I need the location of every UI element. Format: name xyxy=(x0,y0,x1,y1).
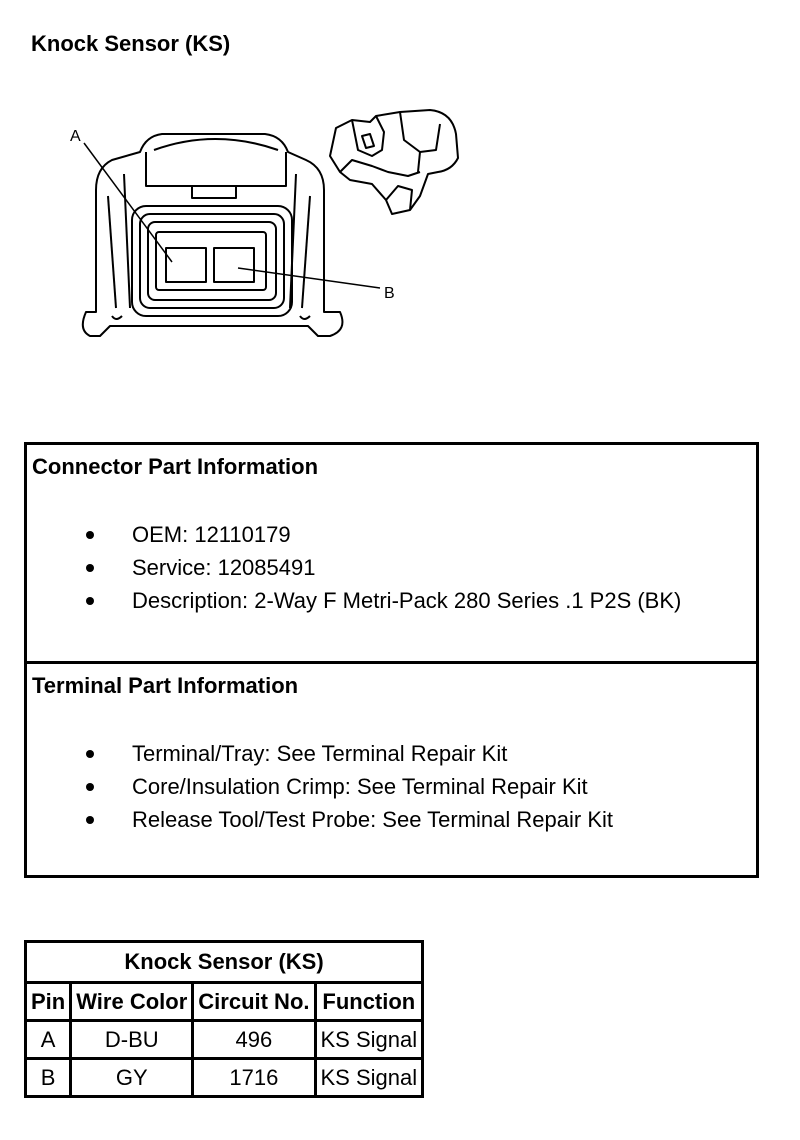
callout-b: B xyxy=(384,285,395,302)
pin-table-caption: Knock Sensor (KS) xyxy=(23,940,425,984)
bullet-icon xyxy=(86,564,94,572)
connector-diagram: A B xyxy=(70,109,459,337)
table-row: B GY 1716 KS Signal xyxy=(23,1057,425,1098)
function-cell: KS Signal xyxy=(313,1057,425,1098)
terminal-part-section: Terminal Part Information Terminal/Tray:… xyxy=(32,673,613,832)
bullet-icon xyxy=(86,750,94,758)
connector-part-section: Connector Part Information OEM: 12110179… xyxy=(27,445,756,664)
pin-table: Knock Sensor (KS) Pin Wire Color Circuit… xyxy=(23,940,425,1098)
callout-a: A xyxy=(70,128,81,145)
circuit-no-cell: 496 xyxy=(191,1019,317,1060)
column-header-function: Function xyxy=(313,981,425,1022)
bullet-icon xyxy=(86,783,94,791)
table-row: A D-BU 496 KS Signal xyxy=(23,1019,425,1060)
part-info-box: Connector Part Information OEM: 12110179… xyxy=(24,442,759,878)
circuit-no-cell: 1716 xyxy=(191,1057,317,1098)
function-cell: KS Signal xyxy=(313,1019,425,1060)
bullet-icon xyxy=(86,531,94,539)
pin-cell: A xyxy=(23,1019,73,1060)
wire-color-cell: D-BU xyxy=(69,1019,195,1060)
pin-cell: B xyxy=(23,1057,73,1098)
bullet-icon xyxy=(86,597,94,605)
page-title: Knock Sensor (KS) xyxy=(31,31,231,56)
terminal-part-heading: Terminal Part Information xyxy=(32,673,299,698)
column-header-wire-color: Wire Color xyxy=(69,981,195,1022)
wire-color-cell: GY xyxy=(69,1057,195,1098)
connector-part-heading: Connector Part Information xyxy=(32,454,319,479)
column-header-circuit-no: Circuit No. xyxy=(191,981,317,1022)
bullet-icon xyxy=(86,816,94,824)
column-header-pin: Pin xyxy=(23,981,73,1022)
pin-table-header-row: Pin Wire Color Circuit No. Function xyxy=(23,981,425,1022)
